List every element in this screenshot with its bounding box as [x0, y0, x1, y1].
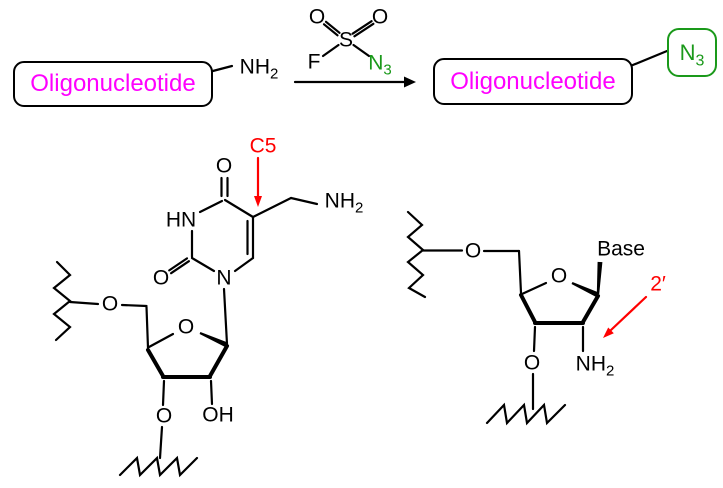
- reagent-oxygen-right-label: O: [371, 5, 389, 29]
- product-box-label: Oligonucleotide: [450, 67, 616, 95]
- carbonyl-left-oxygen-label: O: [152, 266, 170, 290]
- bond-box-azide: [626, 49, 669, 69]
- bond-o3-chain: [158, 425, 164, 460]
- bond-n1-c1prime: [222, 287, 229, 346]
- bond-c3prime-o3: [161, 379, 166, 407]
- imino-hn-label: HN: [165, 208, 197, 232]
- 2prime-amine-label: NH2: [575, 352, 615, 379]
- bond-ringo-c1prime-wedge: [199, 332, 229, 348]
- bond-c1prime-c2prime: [208, 344, 229, 378]
- bond-c4prime-c5prime: [145, 305, 150, 350]
- bond-c5prime-c4prime: [517, 249, 523, 295]
- c5-arrow-head: [254, 196, 262, 207]
- reactant-amine-label: NH2: [239, 55, 279, 82]
- amine-sub: 2: [606, 362, 615, 380]
- bond-c2-carbonyl-double: [168, 257, 190, 275]
- ring-oxygen-label: O: [550, 264, 568, 288]
- squiggle-right-3prime: [485, 402, 567, 426]
- o5prime-label: O: [464, 239, 482, 263]
- o3prime-label: O: [523, 351, 541, 375]
- bond-c4-c5: [223, 198, 255, 219]
- left-structure-bonds: [52, 156, 319, 478]
- bond-c4prime-ringo: [520, 281, 548, 296]
- amine-main: NH: [324, 189, 355, 213]
- right-structure-bonds: [406, 210, 648, 426]
- product-oligonucleotide-box: Oligonucleotide: [433, 58, 633, 105]
- 2prime-annotation: 2′: [650, 272, 666, 296]
- scheme-bonds: [207, 20, 669, 88]
- bond-ringo-c4prime: [147, 332, 175, 349]
- bond-s-o-left-double: [322, 20, 341, 37]
- product-azide-label: N3: [679, 39, 705, 68]
- bond-c5-c6-double: [246, 215, 255, 260]
- azide-main: N: [368, 51, 384, 75]
- c5-annotation: C5: [249, 134, 277, 158]
- bond-n3-c4: [198, 199, 224, 214]
- bond-n1-c2: [190, 256, 216, 273]
- 2prime-arrow-head: [603, 327, 614, 338]
- bond-s-azide: [352, 43, 371, 58]
- hydroxyl-label: OH: [202, 403, 234, 427]
- 2prime-arrow-shaft: [609, 295, 648, 332]
- bond-c3prime-c4prime: [519, 293, 537, 324]
- amine-sub: 2: [270, 65, 279, 83]
- amine-main: NH: [575, 352, 606, 376]
- product-azide-sub: 3: [695, 51, 705, 69]
- aminomethyl-amine-label: NH2: [324, 189, 364, 216]
- squiggle-left-3prime: [118, 455, 199, 478]
- reactant-oligonucleotide-box: Oligonucleotide: [13, 61, 213, 107]
- bond-c1prime-base-wedge: [596, 261, 603, 295]
- product-azide-main: N: [679, 39, 696, 65]
- o3prime-label: O: [155, 404, 173, 428]
- o5prime-label: O: [101, 292, 119, 316]
- bond-ch2-amine: [289, 196, 319, 206]
- product-azide-box: N3: [667, 28, 717, 77]
- bond-c1prime-c2prime: [581, 294, 600, 324]
- reagent-oxygen-left-label: O: [308, 5, 326, 29]
- bond-c2prime-oh: [209, 379, 214, 406]
- squiggle-right-5prime: [406, 210, 427, 299]
- reagent-azide-label: N3: [368, 51, 392, 78]
- bond-ringo-c1prime-wedge: [571, 282, 600, 298]
- reactant-box-label: Oligonucleotide: [30, 70, 196, 97]
- n1-nitrogen-label: N: [216, 266, 232, 290]
- reagent-fluorine-label: F: [307, 50, 321, 74]
- bond-s-f: [321, 43, 340, 58]
- bond-s-o-right-double: [351, 20, 375, 38]
- bond-c4-carbonyl-double: [220, 176, 229, 198]
- base-label: Base: [597, 237, 645, 261]
- bond-c6-n1: [233, 256, 255, 273]
- bond-c5prime-o5: [120, 303, 148, 308]
- reaction-arrow-head: [404, 76, 416, 88]
- bond-c5-ch2: [251, 196, 293, 219]
- bond-c3prime-o3: [532, 325, 537, 353]
- bond-o5-chain: [68, 300, 100, 306]
- amine-sub: 2: [355, 199, 364, 217]
- amine-main: NH: [239, 55, 270, 79]
- ring-oxygen-label: O: [177, 315, 195, 339]
- bond-c3prime-c4prime: [146, 348, 165, 378]
- reagent-sulfur-label: S: [338, 28, 354, 52]
- azide-sub: 3: [383, 61, 392, 79]
- squiggle-left-5prime: [52, 260, 72, 342]
- carbonyl-top-oxygen-label: O: [215, 154, 233, 178]
